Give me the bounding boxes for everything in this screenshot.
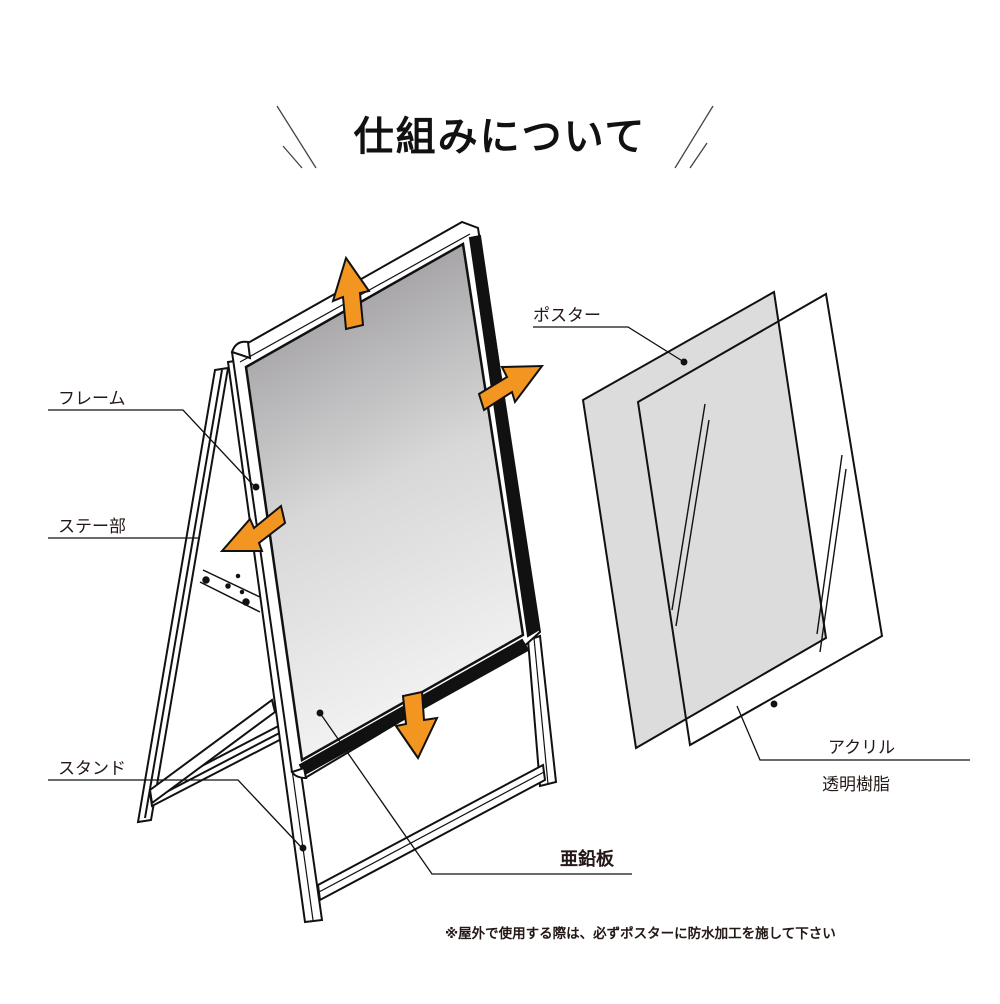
poster-sheet <box>581 290 828 750</box>
label-stay: ステー部 <box>58 517 126 537</box>
label-zinc-plate: 亜鉛板 <box>560 849 614 870</box>
arrow-up-icon <box>331 255 371 331</box>
frame <box>230 220 542 780</box>
arrow-right-icon <box>477 364 545 412</box>
stand-back-legs <box>136 366 295 824</box>
label-poster: ポスター <box>533 306 601 326</box>
label-stand: スタンド <box>58 759 126 779</box>
title-deco-right-icon <box>674 105 714 169</box>
footnote: ※屋外で使用する際は、必ずポスターに防水加工を施して下さい <box>445 926 836 942</box>
label-acrylic-sub: 透明樹脂 <box>822 775 890 795</box>
arrow-left-icon <box>219 504 287 552</box>
stay-hardware <box>199 569 263 613</box>
acrylic-sheet <box>636 292 884 747</box>
arrow-down-icon <box>394 690 439 760</box>
label-acrylic: アクリル <box>828 738 896 758</box>
page-title: 仕組みについて <box>353 114 647 160</box>
label-frame: フレーム <box>58 389 126 409</box>
leader-lines <box>48 326 970 875</box>
title-deco-left-icon <box>276 105 317 169</box>
